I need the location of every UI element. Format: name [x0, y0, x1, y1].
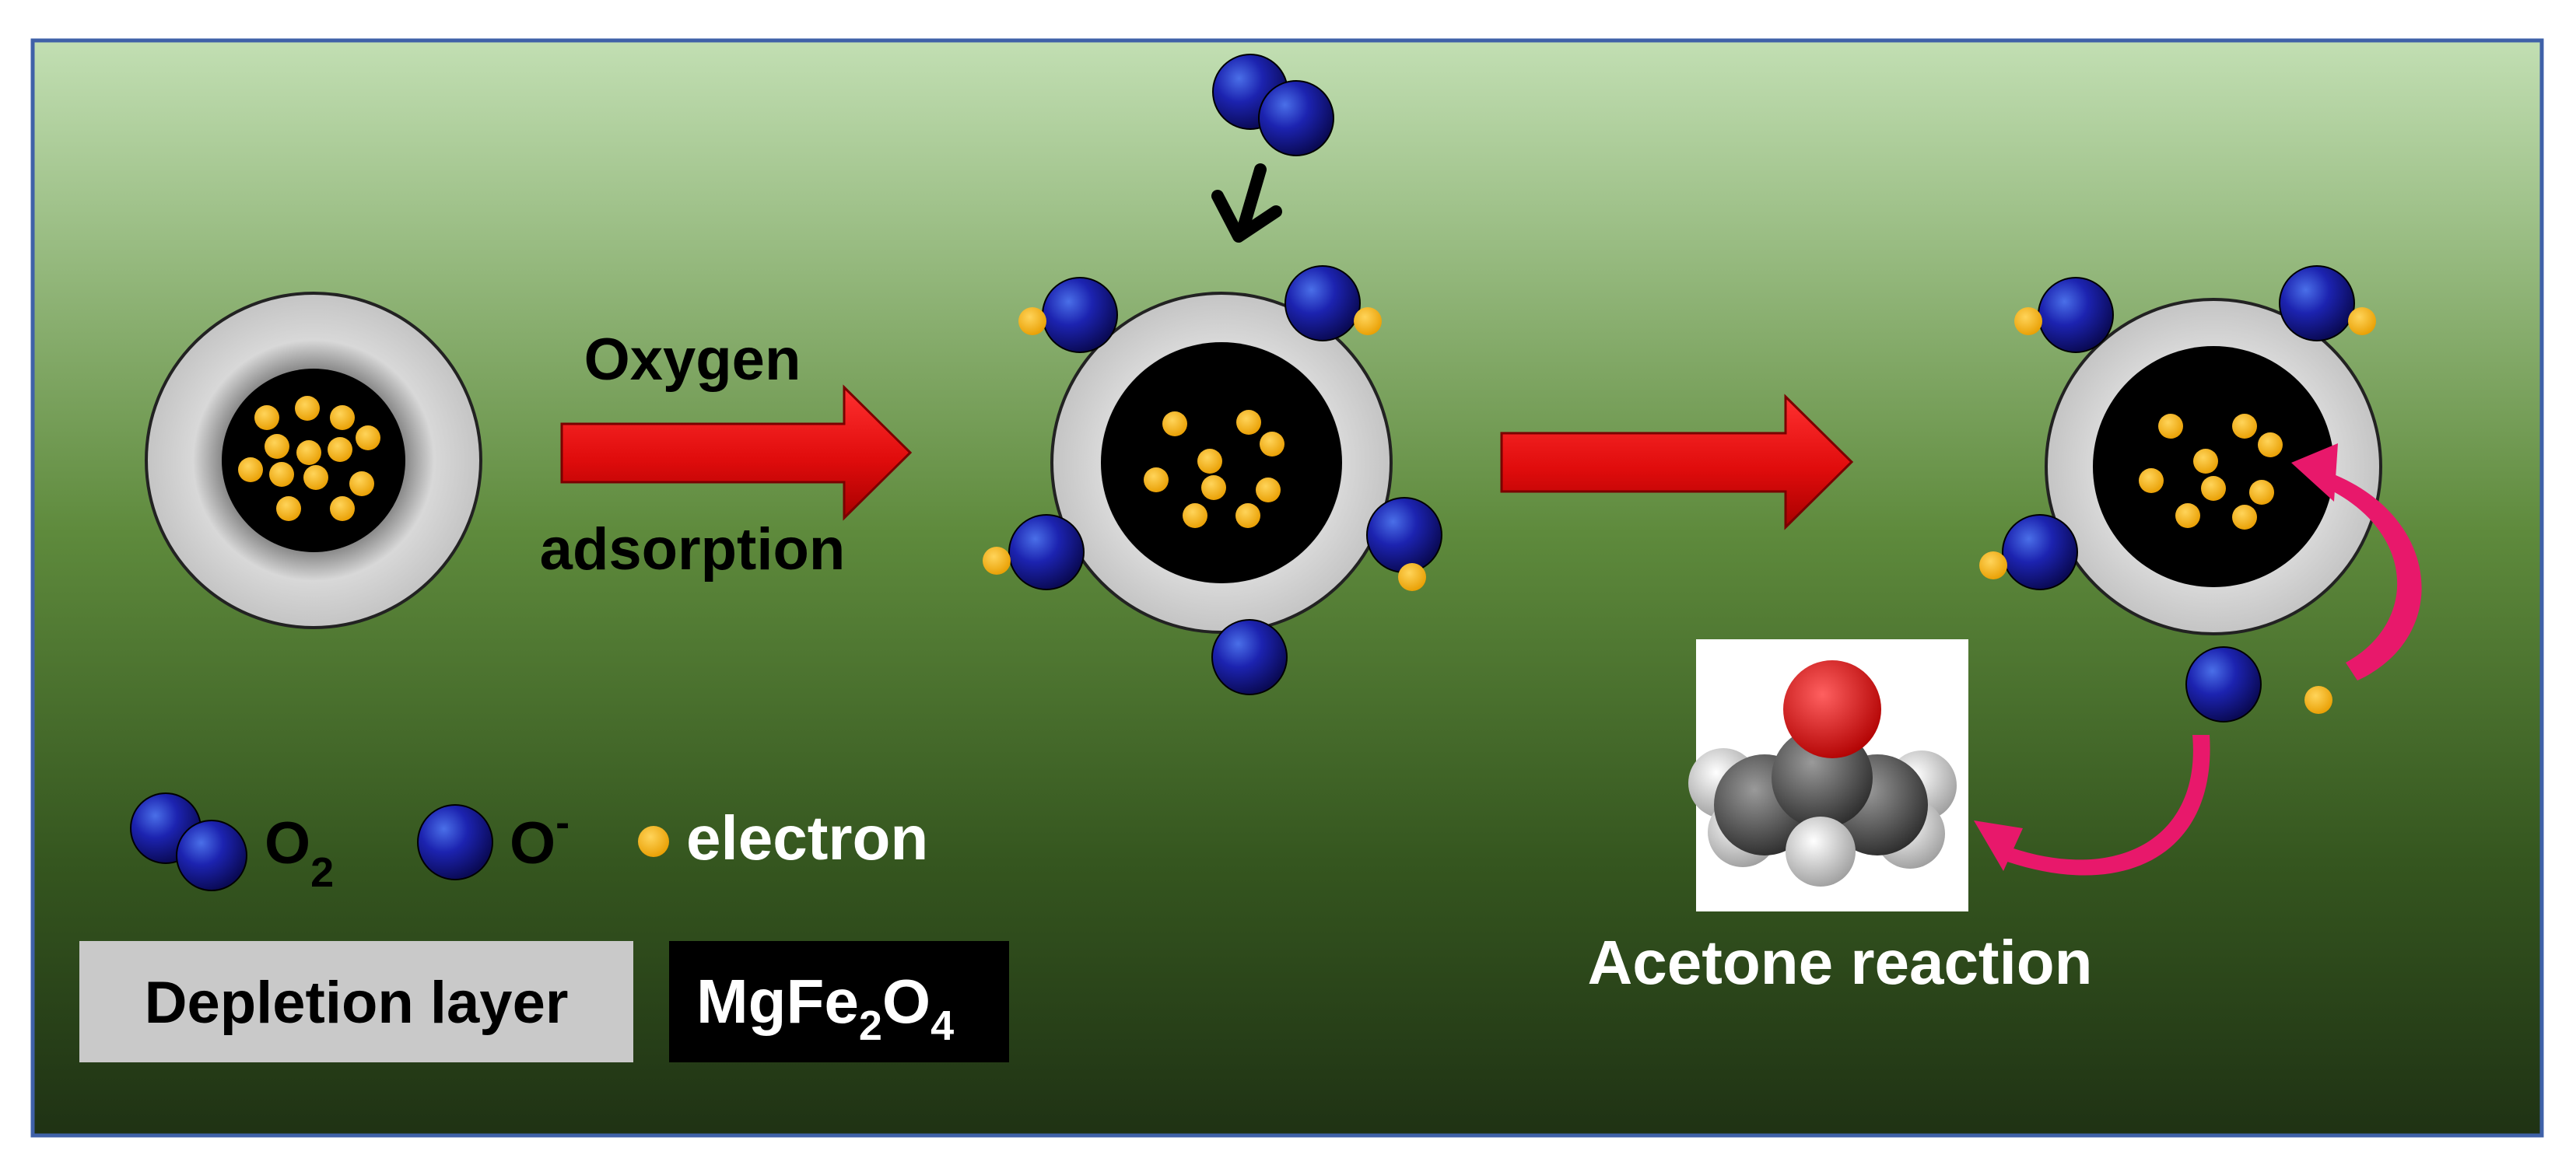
core-electrons — [238, 396, 380, 521]
acetone-reaction-caption: Acetone reaction — [1587, 928, 2092, 997]
reaction-arrow — [1500, 394, 1854, 530]
legend-depletion-layer-swatch — [79, 941, 633, 1062]
legend-o2-label: O2 — [265, 810, 334, 896]
particle-oxygen-adsorbed — [983, 265, 1442, 695]
oxygen-label: Oxygen — [584, 327, 801, 393]
electron-return-curved-arrow-icon — [2291, 443, 2422, 680]
trapped-electrons — [1979, 307, 2376, 579]
legend-o-minus-label: O- — [510, 799, 570, 876]
legend-o-minus-icon — [417, 804, 493, 880]
legend-electron-label: electron — [686, 803, 928, 873]
legend-core-swatch — [669, 941, 1009, 1062]
adsorption-label: adsorption — [540, 516, 846, 583]
oxygen-adsorption-arrow — [560, 384, 913, 521]
acetone-molecule-image — [1688, 639, 1968, 911]
core-electrons — [1144, 410, 1284, 528]
adsorb-down-arrow-icon — [1211, 163, 1282, 243]
remaining-oxygen-ions — [2002, 265, 2355, 590]
trapped-electrons — [983, 307, 1426, 591]
core-electrons — [2139, 414, 2283, 530]
legend-o2-icon — [130, 792, 247, 891]
oxygen-to-acetone-curved-arrow-icon — [1974, 735, 2210, 876]
released-electron — [2304, 686, 2332, 714]
adsorbed-oxygen-ions — [1008, 265, 1442, 695]
released-oxygen-ion — [2185, 646, 2262, 722]
particle-after-reaction — [1979, 265, 2382, 722]
incoming-o2-molecule — [1212, 54, 1334, 156]
legend-electron-icon — [638, 826, 669, 857]
legend-core-label: MgFe2O4 — [696, 967, 954, 1049]
legend-depletion-layer-label: Depletion layer — [145, 970, 569, 1036]
particle-bare — [145, 292, 482, 629]
